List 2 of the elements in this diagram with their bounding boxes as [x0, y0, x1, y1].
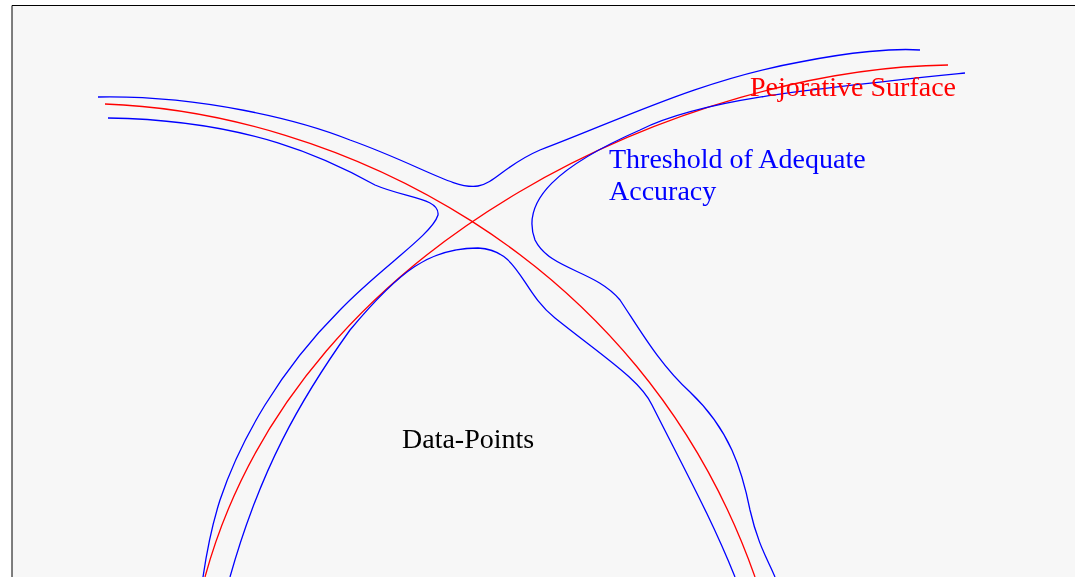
threshold-label: Threshold of Adequate Accuracy [609, 143, 867, 207]
data-points-label: Data-Points [402, 423, 536, 455]
